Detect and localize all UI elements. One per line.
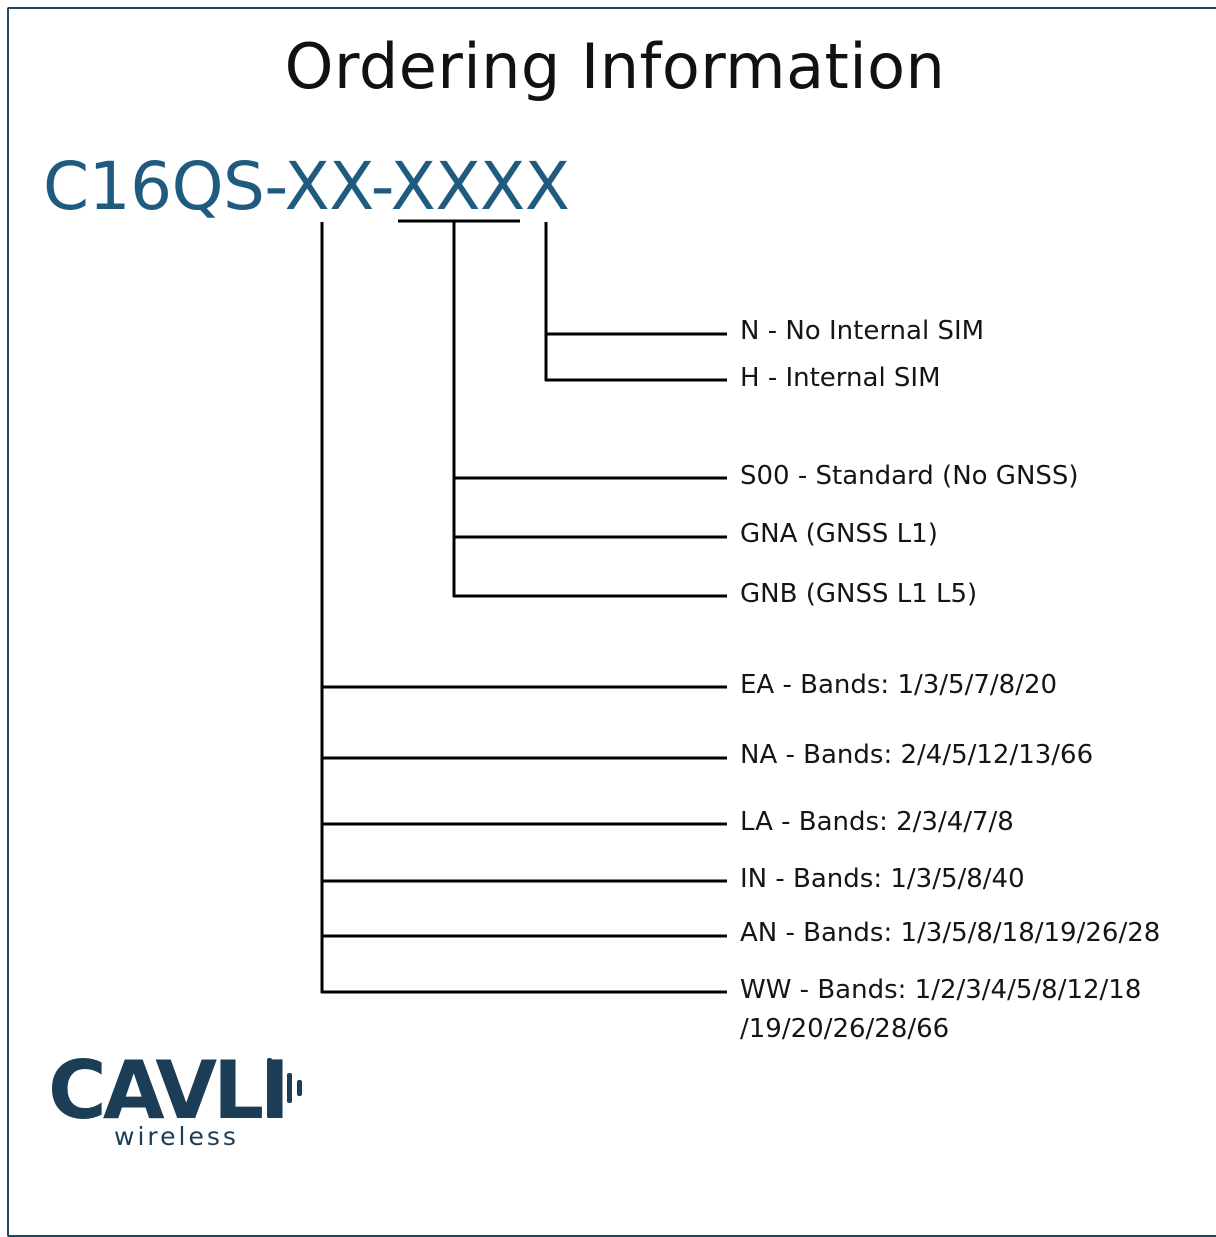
option-gnss-gna: GNA (GNSS L1) (740, 519, 938, 549)
logo-wave-bar (277, 1066, 282, 1110)
connector-lines (320, 219, 727, 994)
option-band-ea: EA - Bands: 1/3/5/7/8/20 (740, 670, 1058, 700)
logo-wave-bar (267, 1058, 272, 1118)
option-sim-h: H - Internal SIM (740, 363, 941, 393)
option-gnss-gnb: GNB (GNSS L1 L5) (740, 579, 978, 609)
cavli-logo: CAVLI wireless (48, 1044, 302, 1150)
option-band-na: NA - Bands: 2/4/5/12/13/66 (740, 740, 1094, 770)
option-band-ww: WW - Bands: 1/2/3/4/5/8/12/18 (740, 975, 1142, 1005)
option-gnss-s00: S00 - Standard (No GNSS) (740, 461, 1079, 491)
logo-sub: wireless (114, 1122, 239, 1150)
logo-brand: CAVLI (48, 1044, 286, 1137)
option-band-ww-continued: /19/20/26/28/66 (740, 1014, 950, 1044)
page-title: Ordering Information (284, 30, 946, 103)
option-band-la: LA - Bands: 2/3/4/7/8 (740, 807, 1014, 837)
logo-wave-bar (287, 1073, 292, 1103)
part-number: C16QS-XX-XXXX (43, 148, 570, 225)
option-band-in: IN - Bands: 1/3/5/8/40 (740, 864, 1025, 894)
logo-wave-bar (297, 1080, 302, 1096)
option-sim-n: N - No Internal SIM (740, 316, 985, 346)
option-band-an: AN - Bands: 1/3/5/8/18/19/26/28 (740, 918, 1161, 948)
